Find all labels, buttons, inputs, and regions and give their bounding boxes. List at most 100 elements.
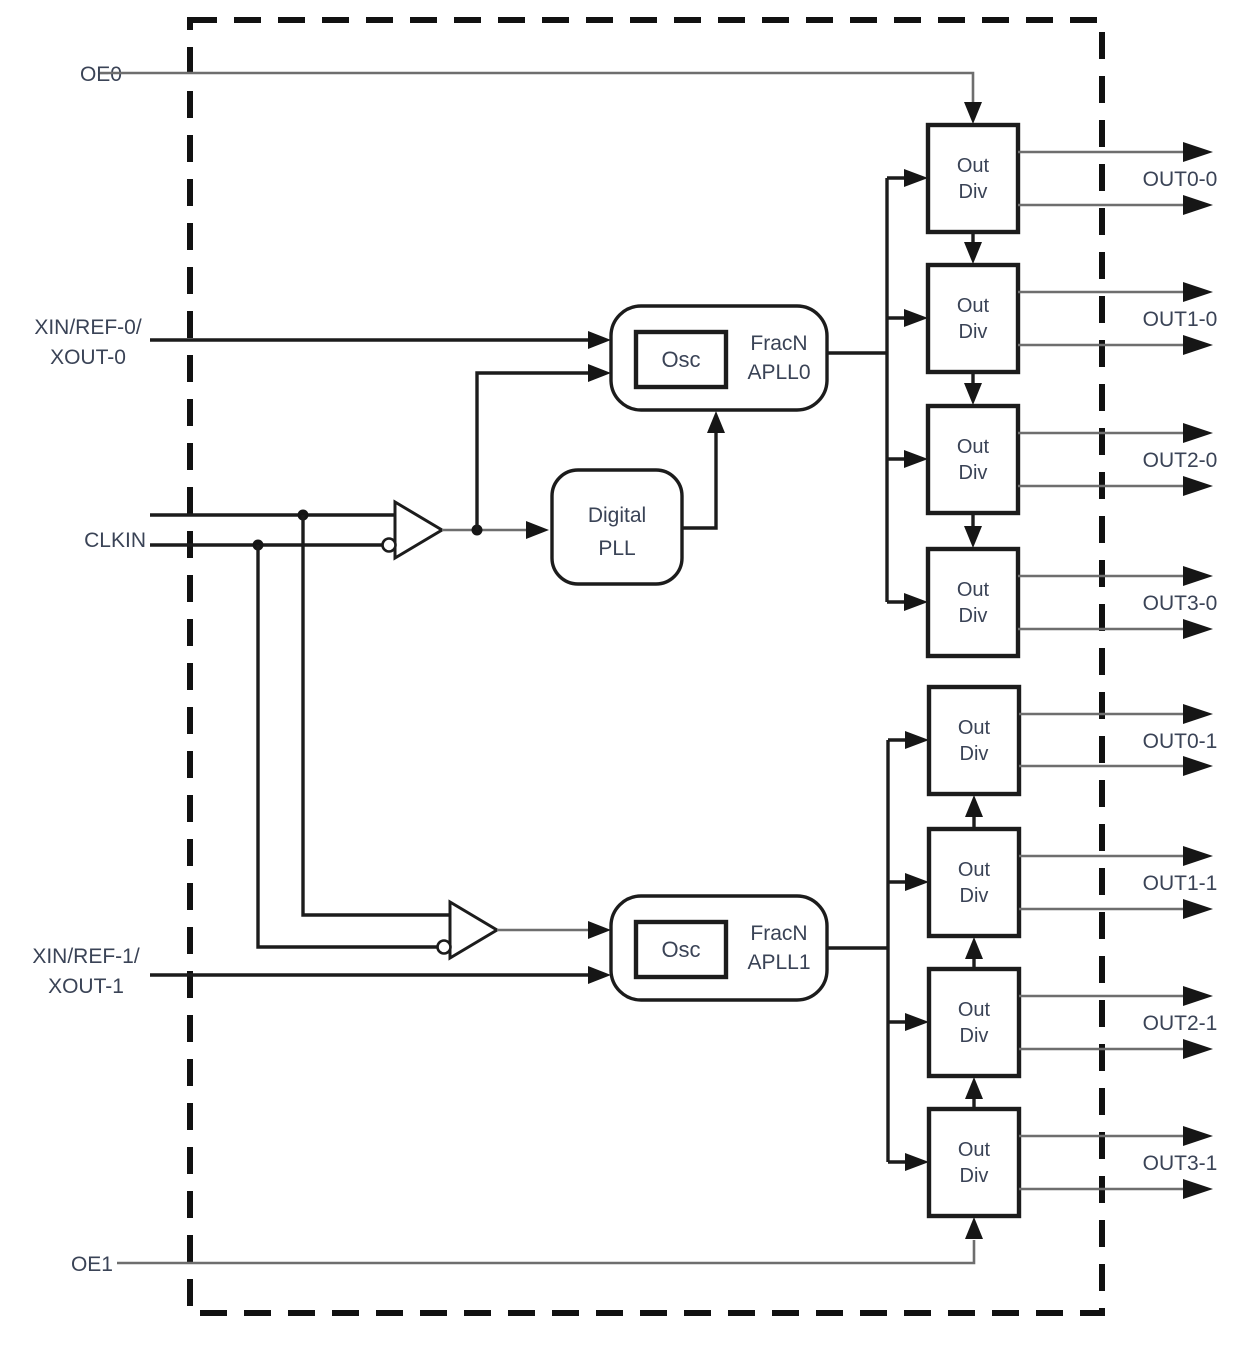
- arrow-out3-1-p: [1183, 1126, 1213, 1146]
- pin-label-clkin: CLKIN: [84, 529, 146, 552]
- digital-pll-label-line2: PLL: [598, 537, 635, 560]
- digital-pll-label-line1: Digital: [588, 504, 646, 527]
- arrow-out3-1-n: [1183, 1179, 1213, 1199]
- wire-buffer0-to-apll0: [475, 371, 589, 530]
- outdiv-3-1-label-line2: Div: [960, 1165, 989, 1187]
- arrow-oe1-into-outdiv: [965, 1217, 983, 1239]
- outdiv-2-1-label-line2: Div: [960, 1025, 989, 1047]
- pin-label-xinref0-line2: XOUT-0: [50, 346, 126, 369]
- inverting-bubble-buffer-1: [436, 939, 452, 955]
- wire-clkin-p-to-buffer1: [301, 515, 450, 917]
- arrow-oe0-into-outdiv: [964, 102, 982, 124]
- arrow-into-outdiv3-0: [904, 593, 928, 611]
- outdiv-0-1-label-line2: Div: [960, 743, 989, 765]
- arrow-out2-0-n: [1183, 476, 1213, 496]
- pin-label-oe1: OE1: [71, 1253, 113, 1276]
- pin-label-xinref0-line1: XIN/REF-0/: [34, 316, 142, 339]
- outdiv-group-apll0: Out Div Out Div Out Div Out Div: [925, 122, 1021, 659]
- cascade-arrow-1-1: [965, 937, 983, 959]
- arrow-into-digital-pll: [526, 521, 549, 539]
- digital-pll-block: [550, 468, 684, 586]
- apll0-label-line2: APLL0: [747, 361, 810, 384]
- outdiv-1-0-label-line1: Out: [957, 295, 990, 317]
- arrow-out1-0-p: [1183, 282, 1213, 302]
- outdiv-3-1-label-line1: Out: [958, 1139, 991, 1161]
- outdiv-block-0-1: [926, 684, 1022, 797]
- output-label-out1-0: OUT1-0: [1143, 308, 1218, 331]
- outdiv-2-0-label-line2: Div: [959, 462, 988, 484]
- arrow-buffer1-into-apll1: [588, 921, 611, 939]
- outdiv-2-1-label-line1: Out: [958, 999, 991, 1021]
- pin-label-xinref1-line1: XIN/REF-1/: [32, 945, 140, 968]
- apll0-osc-label: Osc: [661, 347, 700, 372]
- apll1-osc-block: [633, 919, 729, 980]
- chip-boundary: [187, 17, 1105, 1316]
- cascade-arrow-0-0: [964, 242, 982, 264]
- output-label-out2-1: OUT2-1: [1143, 1012, 1218, 1035]
- input-buffer-1: [448, 899, 500, 961]
- wire-clkin-n-to-buffer1: [256, 545, 437, 949]
- wire-dpll-to-apll0: [682, 433, 718, 530]
- arrow-out0-1-p: [1183, 704, 1213, 724]
- outdiv-2-0-label-line1: Out: [957, 436, 990, 458]
- arrow-out0-0-n: [1183, 195, 1213, 215]
- outdiv-block-2-0: [925, 403, 1021, 516]
- arrow-out1-0-n: [1183, 335, 1213, 355]
- arrow-out2-1-p: [1183, 986, 1213, 1006]
- inverting-bubble-buffer-0: [381, 537, 397, 553]
- arrow-into-outdiv0-1: [905, 731, 929, 749]
- outdiv-block-3-1: [926, 1106, 1022, 1219]
- input-buffer-0: [393, 499, 445, 561]
- arrow-into-outdiv0-0: [904, 169, 928, 187]
- apll0-osc-block: [633, 329, 729, 390]
- outdiv-block-0-0: [925, 122, 1021, 235]
- output-label-out0-0: OUT0-0: [1143, 168, 1218, 191]
- outdiv-group-apll1: Out Div Out Div Out Div Out Div: [926, 684, 1022, 1219]
- output-label-out3-0: OUT3-0: [1143, 592, 1218, 615]
- arrow-out3-0-n: [1183, 619, 1213, 639]
- arrow-xinref0-into-apll0: [588, 331, 611, 349]
- pin-label-oe0: OE0: [80, 63, 122, 86]
- arrow-out1-1-p: [1183, 846, 1213, 866]
- arrow-into-outdiv2-0: [904, 450, 928, 468]
- arrow-buffer0-into-apll0: [588, 364, 611, 382]
- arrow-out3-0-p: [1183, 566, 1213, 586]
- pin-label-xinref1-line2: XOUT-1: [48, 975, 124, 998]
- arrow-into-outdiv2-1: [905, 1013, 929, 1031]
- outdiv-block-3-0: [925, 546, 1021, 659]
- outdiv-block-2-1: [926, 966, 1022, 1079]
- arrow-into-outdiv1-1: [905, 873, 929, 891]
- output-label-out0-1: OUT0-1: [1143, 730, 1218, 753]
- cascade-arrow-1-0: [964, 383, 982, 405]
- wire-oe1: [117, 1240, 976, 1265]
- arrow-into-outdiv1-0: [904, 309, 928, 327]
- output-label-out2-0: OUT2-0: [1143, 449, 1218, 472]
- outdiv-0-0-label-line2: Div: [959, 181, 988, 203]
- cascade-arrow-2-0: [964, 526, 982, 548]
- outdiv-1-1-label-line2: Div: [960, 885, 989, 907]
- arrow-out0-0-p: [1183, 142, 1213, 162]
- arrow-out0-1-n: [1183, 756, 1213, 776]
- arrow-xinref1-into-apll1: [588, 966, 611, 984]
- arrow-into-outdiv3-1: [905, 1153, 929, 1171]
- outdiv-block-1-1: [926, 826, 1022, 939]
- wire-oe0: [100, 71, 975, 103]
- outdiv-1-1-label-line1: Out: [958, 859, 991, 881]
- outdiv-block-1-0: [925, 262, 1021, 375]
- arrow-dpll-into-apll0: [707, 411, 725, 433]
- arrow-out2-0-p: [1183, 423, 1213, 443]
- output-label-out3-1: OUT3-1: [1143, 1152, 1218, 1175]
- arrow-out2-1-n: [1183, 1039, 1213, 1059]
- cascade-arrow-0-1: [965, 795, 983, 817]
- outdiv-1-0-label-line2: Div: [959, 321, 988, 343]
- apll1-osc-label: Osc: [661, 937, 700, 962]
- cascade-arrow-2-1: [965, 1077, 983, 1099]
- output-wires: [1018, 142, 1213, 1199]
- outdiv-0-0-label-line1: Out: [957, 155, 990, 177]
- outdiv-0-1-label-line1: Out: [958, 717, 991, 739]
- output-label-out1-1: OUT1-1: [1143, 872, 1218, 895]
- outdiv-3-0-label-line1: Out: [957, 579, 990, 601]
- apll1-label-line1: FracN: [750, 922, 807, 945]
